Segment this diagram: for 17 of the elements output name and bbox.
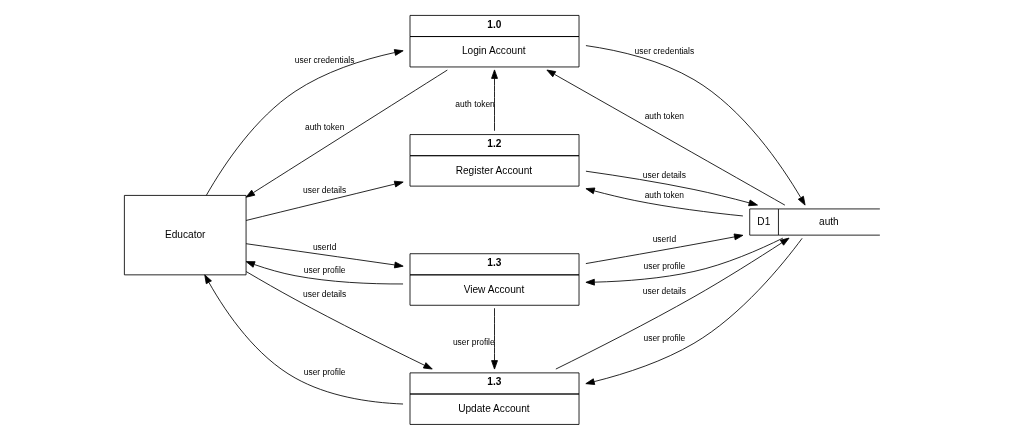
edge-label: user details: [303, 184, 347, 195]
edge-label: user profile: [303, 367, 346, 378]
edge-label: auth token: [644, 189, 685, 200]
edge-label: user profile: [303, 265, 346, 276]
edge-label: user profile: [643, 332, 686, 343]
edge-label: auth token: [455, 99, 495, 110]
edge-label: userId: [652, 233, 677, 244]
edge-label: auth token: [644, 110, 685, 121]
edge-label: user profile: [452, 337, 495, 348]
edge-label: user credentials: [634, 46, 695, 57]
edge-label: user profile: [643, 260, 686, 271]
edge-label: user details: [642, 169, 686, 180]
edge-label: userId: [312, 241, 337, 252]
edge-label: auth token: [304, 122, 345, 133]
edge-label: user details: [642, 286, 686, 297]
edge-label: user credentials: [294, 54, 355, 65]
edge-label: user details: [303, 288, 347, 299]
